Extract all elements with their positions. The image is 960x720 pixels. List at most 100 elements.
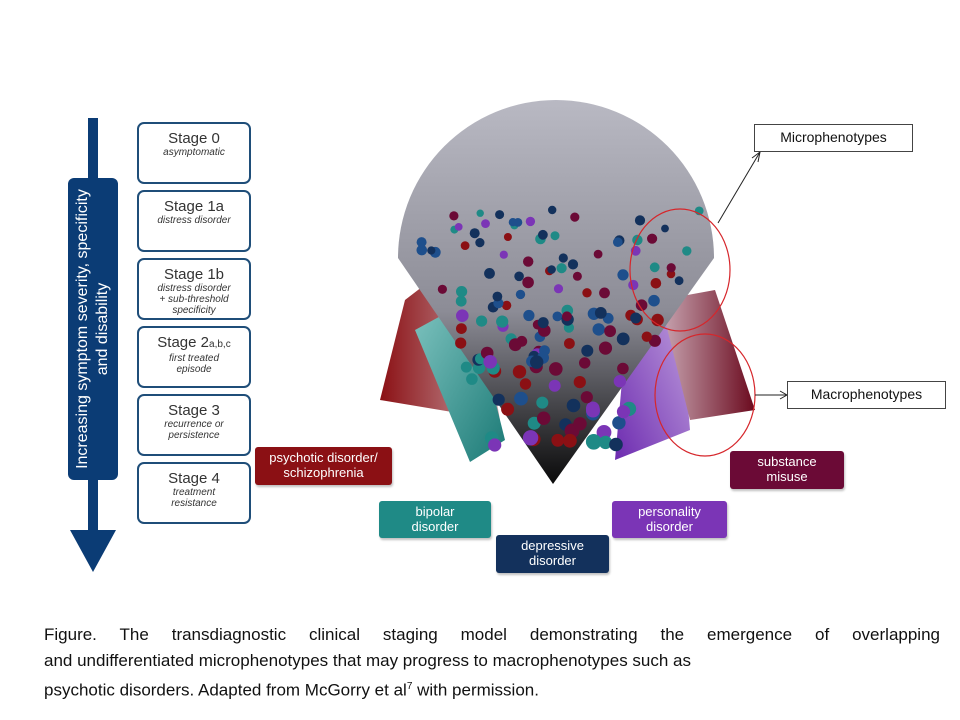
phenotype-dot (592, 323, 605, 336)
phenotype-dot (594, 307, 607, 319)
phenotype-dot (581, 344, 594, 357)
phenotype-dot (538, 229, 548, 240)
phenotype-dot (483, 355, 498, 369)
figure-caption: Figure. The transdiagnostic clinical sta… (44, 622, 940, 704)
tag-line: depressive (521, 538, 584, 553)
stage-title: Stage 0 (168, 130, 220, 147)
stage-desc: persistence (168, 430, 220, 441)
phenotype-dot (456, 309, 469, 323)
phenotype-dot (613, 375, 627, 388)
phenotype-dot (548, 205, 557, 215)
phenotype-dot (599, 287, 610, 299)
phenotype-dot (460, 361, 472, 373)
phenotype-dot (492, 393, 505, 406)
stage-desc: recurrence or (164, 419, 224, 430)
phenotype-dot (537, 411, 551, 425)
personality-disorder-tag: personality disorder (612, 501, 727, 538)
phenotype-dot (514, 391, 528, 406)
phenotype-dot (523, 309, 535, 322)
phenotype-dot (501, 402, 515, 416)
phenotype-dot (547, 265, 556, 274)
tag-line: disorder (411, 519, 459, 534)
phenotype-dot (570, 212, 580, 222)
phenotype-dot (508, 218, 518, 227)
stage-1a-box: Stage 1a distress disorder (137, 190, 251, 252)
phenotype-dot (455, 337, 467, 349)
phenotype-dot (558, 253, 568, 263)
citation-superscript: 7 (406, 681, 413, 692)
phenotype-dot (456, 323, 467, 334)
phenotype-dot (416, 244, 428, 256)
phenotype-dot (612, 416, 626, 430)
phenotype-dot (649, 262, 660, 273)
phenotype-dot (635, 299, 648, 312)
phenotype-dot (466, 373, 478, 385)
caption-line-3: psychotic disorders. Adapted from McGorr… (44, 674, 940, 704)
depressive-disorder-tag: depressive disorder (496, 535, 609, 573)
tag-line: bipolar (415, 504, 455, 519)
phenotype-dot (553, 284, 564, 294)
phenotype-dot (512, 365, 527, 379)
phenotype-dot (549, 362, 563, 376)
phenotype-dot (427, 246, 436, 255)
phenotype-dot (551, 433, 565, 447)
stage-3-box: Stage 3 recurrence or persistence (137, 394, 251, 456)
phenotype-dot (647, 233, 658, 244)
phenotype-dot (548, 379, 561, 392)
phenotype-dot (585, 434, 602, 450)
phenotype-dot (437, 284, 447, 294)
stage-desc: treatment (172, 487, 216, 498)
phenotype-dot (503, 233, 512, 241)
stage-desc: first treated (168, 353, 220, 364)
phenotype-dot (674, 276, 684, 286)
phenotype-dot (508, 338, 522, 352)
stage-title-text: Stage 2 (157, 334, 210, 351)
phenotype-dot (573, 417, 587, 431)
phenotype-dot (556, 263, 567, 274)
stage-subscript: a,b,c (209, 339, 231, 350)
phenotype-dot (469, 228, 480, 239)
micro-pointer (717, 151, 761, 224)
phenotype-dot (598, 435, 613, 450)
phenotype-dot (563, 433, 577, 448)
phenotype-dot (661, 224, 669, 233)
stage-title: Stage 2a,b,c (139, 334, 249, 353)
tag-line: psychotic disorder/ (269, 450, 378, 465)
caption-line-3-end: with permission. (412, 680, 539, 700)
macrophenotypes-label: Macrophenotypes (787, 381, 946, 409)
phenotype-dot (567, 259, 579, 270)
stage-desc: + sub-threshold (159, 294, 229, 305)
microphenotype-ellipse (629, 208, 731, 332)
phenotype-dot (630, 312, 642, 324)
phenotype-dot (634, 215, 646, 226)
phenotype-dot (593, 249, 603, 259)
stage-title: Stage 4 (168, 470, 220, 487)
stage-desc: distress disorder (157, 283, 231, 294)
phenotype-dot (515, 289, 526, 300)
stage-desc: distress disorder (157, 215, 231, 226)
tag-line: disorder (646, 519, 693, 534)
psychotic-disorder-tag: psychotic disorder/ schizophrenia (255, 447, 392, 485)
caption-line-3-text: psychotic disorders. Adapted from McGorr… (44, 680, 407, 700)
phenotype-dot (617, 269, 629, 281)
phenotype-dot (628, 279, 639, 291)
phenotype-dot (456, 286, 468, 298)
phenotype-dot (641, 331, 652, 342)
tag-line: substance (757, 454, 817, 469)
caption-line-2: and undifferentiated microphenotypes tha… (44, 651, 692, 670)
phenotype-dot (537, 317, 549, 329)
tag-line: misuse (766, 469, 808, 484)
phenotype-dot (488, 438, 502, 452)
stage-title: Stage 1b (163, 266, 225, 283)
substance-misuse-tag: substance misuse (730, 451, 844, 489)
phenotype-dot (613, 237, 623, 247)
phenotype-dot (484, 268, 495, 279)
phenotype-dot (481, 219, 490, 229)
phenotype-dot (499, 250, 508, 259)
phenotype-dot (586, 403, 600, 418)
phenotype-dot (648, 294, 660, 307)
phenotype-dot (598, 341, 613, 355)
microphenotypes-label: Microphenotypes (754, 124, 913, 152)
phenotype-dot (666, 263, 676, 273)
tag-line: schizophrenia (283, 465, 364, 480)
